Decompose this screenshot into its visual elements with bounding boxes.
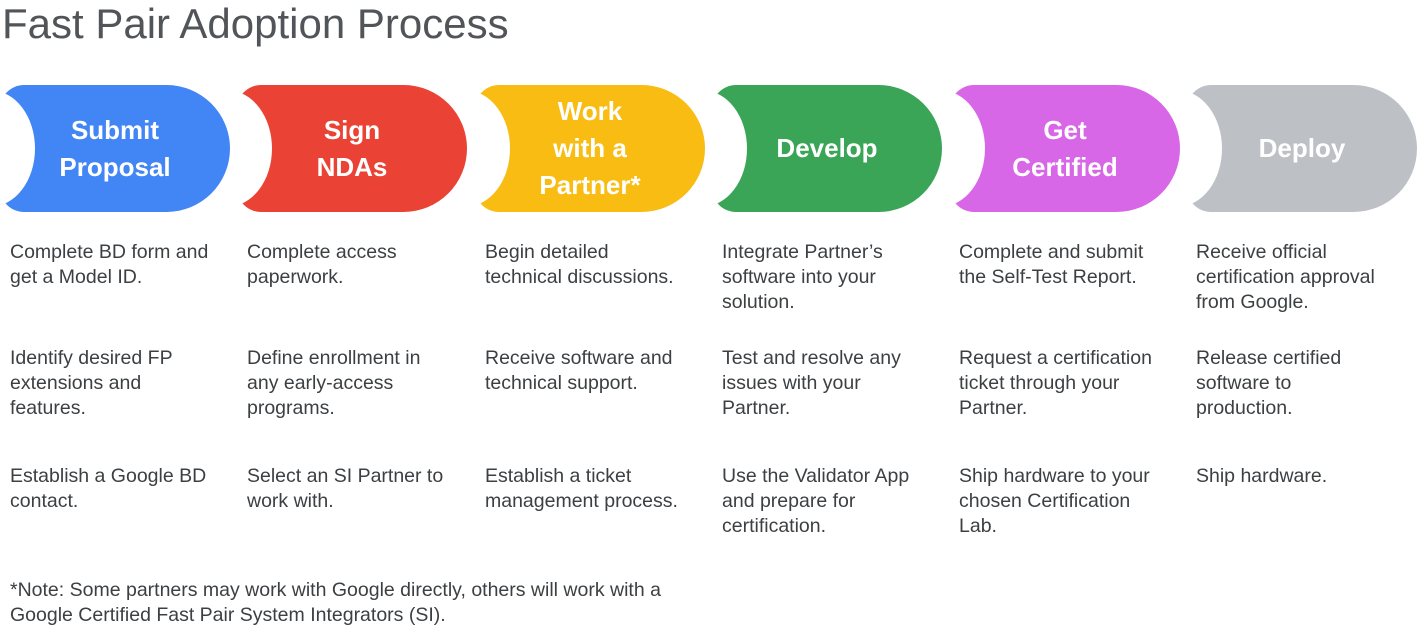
note-sign-ndas-3: Select an SI Partner to work with. [247, 465, 444, 512]
note-develop-3: Use the Validator App and prepare for ce… [722, 465, 910, 537]
note-submit-proposal-1: Complete BD form and get a Model ID. [10, 241, 209, 288]
stage-shape-blue [0, 85, 230, 212]
note-work-with-partner-3: Establish a ticket management process. [485, 465, 678, 512]
note-deploy-3: Ship hardware. [1196, 465, 1328, 487]
stage-label-develop: Develop [776, 133, 878, 163]
note-submit-proposal-2: Identify desired FP extensions and featu… [10, 347, 173, 419]
stage-label-get-certified: Get Certified [1012, 114, 1118, 182]
note-develop-2: Test and resolve any issues with your Pa… [722, 347, 901, 419]
stage-work-with-partner: Work with a Partner* [422, 85, 712, 212]
stage-label-sign-ndas: Sign NDAs [316, 114, 388, 182]
stage-label-submit-proposal: Submit Proposal [59, 114, 171, 182]
note-get-certified-3: Ship hardware to your chosen Certificati… [959, 465, 1150, 537]
stage-notch [0, 91, 35, 206]
stage-sign-ndas: Sign NDAs [184, 85, 474, 212]
note-get-certified-1: Complete and submit the Self-Test Report… [959, 241, 1144, 288]
stage-label-deploy: Deploy [1258, 133, 1346, 163]
note-develop-1: Integrate Partner’s software into your s… [722, 241, 883, 313]
stage-deploy: Deploy [1134, 85, 1423, 212]
note-deploy-2: Release certified software to production… [1196, 347, 1342, 419]
note-get-certified-2: Request a certification ticket through y… [959, 347, 1152, 419]
stage-submit-proposal: Submit Proposal [0, 85, 237, 212]
stage-get-certified: Get Certified [897, 85, 1187, 212]
note-work-with-partner-1: Begin detailed technical discussions. [485, 241, 674, 288]
note-submit-proposal-3: Establish a Google BD contact. [10, 465, 207, 512]
footnote: *Note: Some partners may work with Googl… [10, 579, 661, 626]
stage-develop: Develop [659, 85, 949, 212]
page-title: Fast Pair Adoption Process [2, 0, 509, 47]
stage-label-work-with-partner: Work with a Partner* [539, 96, 641, 200]
note-work-with-partner-2: Receive software and technical support. [485, 347, 673, 394]
note-sign-ndas-2: Define enrollment in any early-access pr… [247, 347, 421, 419]
note-sign-ndas-1: Complete access paperwork. [247, 241, 397, 288]
note-deploy-1: Receive official certification approval … [1196, 241, 1375, 313]
